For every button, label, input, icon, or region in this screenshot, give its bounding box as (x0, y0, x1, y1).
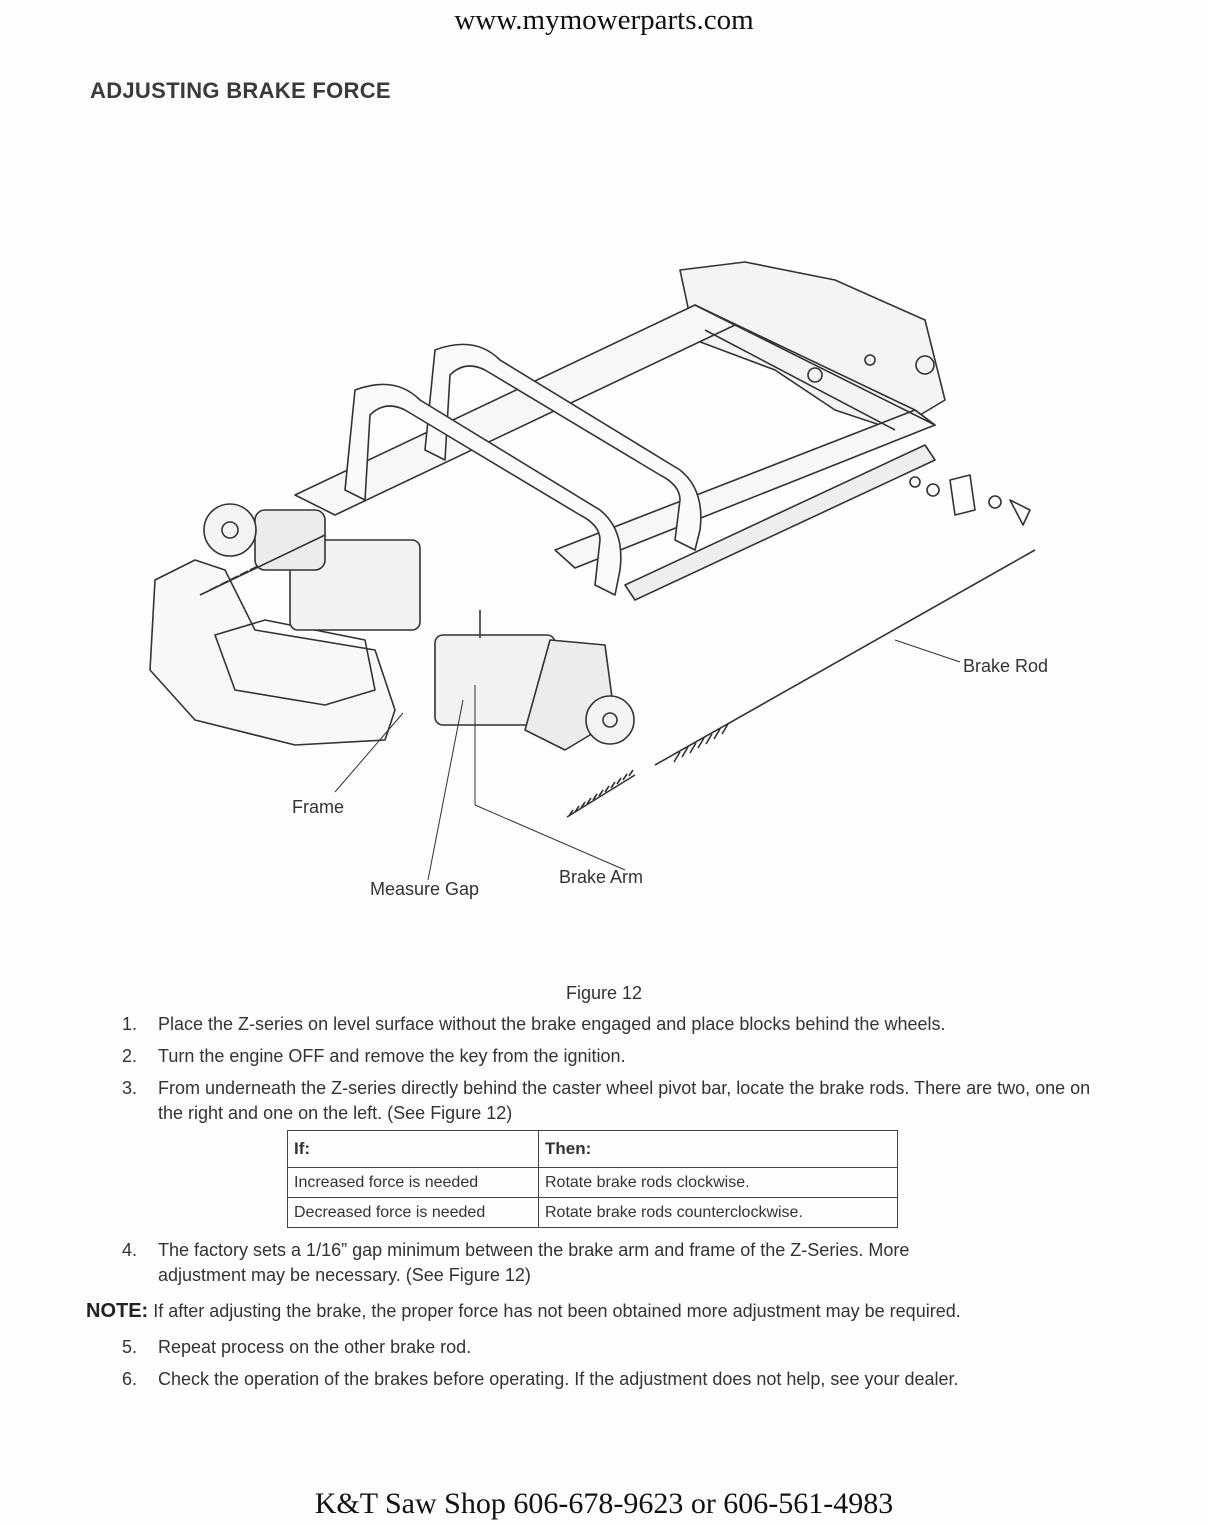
table-cell-condition: Increased force is needed (287, 1167, 539, 1198)
step-number: 6. (122, 1369, 138, 1389)
loop-crossmember-rear (424, 343, 702, 551)
step-3: 3. From underneath the Z-series directly… (122, 1076, 1112, 1126)
step-2: 2. Turn the engine OFF and remove the ke… (122, 1044, 1112, 1069)
table-header-if: If: (287, 1130, 539, 1168)
step-text: Place the Z-series on level surface with… (158, 1014, 946, 1034)
figure-caption: Figure 12 (565, 983, 643, 1003)
site-header: www.mymowerparts.com (454, 4, 754, 36)
note: NOTE: If after adjusting the brake, the … (86, 1300, 1146, 1323)
step-4: 4. The factory sets a 1/16” gap minimum … (122, 1238, 1112, 1288)
table-header-row: If: Then: (287, 1130, 898, 1168)
rod-hardware (909, 474, 1031, 526)
table-cell-condition: Decreased force is needed (287, 1197, 539, 1228)
note-text: If after adjusting the brake, the proper… (153, 1301, 961, 1321)
callout-leaders (334, 639, 961, 881)
table-row: Increased force is needed Rotate brake r… (287, 1167, 898, 1198)
step-number: 1. (122, 1014, 138, 1034)
step-number: 5. (122, 1337, 138, 1357)
step-text: Repeat process on the other brake rod. (158, 1337, 472, 1357)
step-text: Check the operation of the brakes before… (158, 1369, 959, 1389)
loop-crossmember-front (344, 383, 622, 596)
table-header-then: Then: (538, 1130, 898, 1168)
step-5: 5. Repeat process on the other brake rod… (122, 1335, 1112, 1360)
step-text: Turn the engine OFF and remove the key f… (158, 1046, 626, 1066)
footer-contact: K&T Saw Shop 606-678-9623 or 606-561-498… (314, 1487, 894, 1520)
step-number: 2. (122, 1046, 138, 1066)
brake-rod (566, 549, 1036, 818)
step-1: 1. Place the Z-series on level surface w… (122, 1012, 1112, 1037)
callout-frame: Frame (292, 797, 345, 817)
left-transaxle (199, 503, 421, 631)
frame-rails (294, 304, 936, 569)
brake-assembly-illustration (149, 261, 1036, 881)
table-cell-action: Rotate brake rods counterclockwise. (538, 1197, 898, 1228)
table-cell-action: Rotate brake rods clockwise. (538, 1167, 898, 1198)
right-transaxle (434, 610, 635, 751)
callout-brake-arm: Brake Arm (559, 867, 644, 887)
step-text: The factory sets a 1/16” gap minimum bet… (158, 1240, 910, 1285)
table-row: Decreased force is needed Rotate brake r… (287, 1197, 898, 1228)
caster-pivot-bar (624, 444, 936, 601)
deck-plate (149, 559, 396, 746)
brake-adjustment-table: If: Then: Increased force is needed Rota… (287, 1130, 898, 1228)
step-6: 6. Check the operation of the brakes bef… (122, 1367, 1112, 1392)
callout-measure-gap: Measure Gap (370, 879, 480, 899)
step-number: 3. (122, 1078, 138, 1098)
callout-brake-rod: Brake Rod (963, 656, 1049, 676)
section-title: ADJUSTING BRAKE FORCE (90, 78, 391, 103)
note-label: NOTE: (86, 1300, 149, 1322)
step-text: From underneath the Z-series directly be… (158, 1078, 1091, 1123)
step-number: 4. (122, 1240, 138, 1260)
